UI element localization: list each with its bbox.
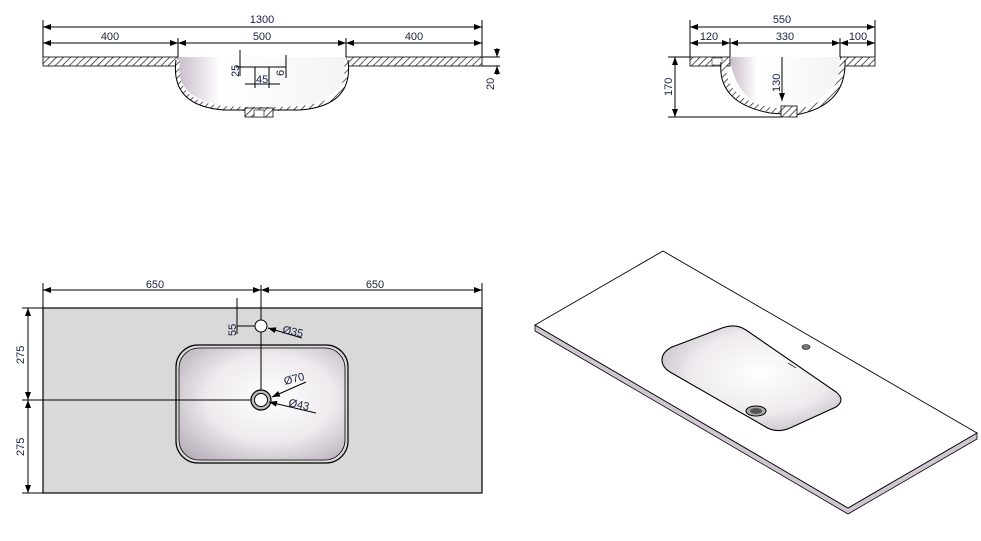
- dim-basin-width: 500: [253, 31, 271, 43]
- dim-overflow-width: 45: [256, 74, 268, 86]
- dim-basin-span: 330: [776, 31, 794, 43]
- dim-front-half: 275: [15, 438, 27, 456]
- plan-view: 650 650 275 275 55 Ø35 Ø70 Ø43: [15, 279, 483, 494]
- dim-overflow-offset: 25: [230, 65, 242, 77]
- dim-right-deck: 400: [405, 31, 423, 43]
- dim-overall-height: 170: [663, 78, 675, 96]
- dim-deck-thickness: 20: [485, 78, 497, 90]
- dim-right-half: 650: [366, 279, 384, 291]
- dim-left-deck: 400: [101, 31, 119, 43]
- dim-back-half: 275: [15, 346, 27, 364]
- dim-overall-depth: 550: [773, 14, 791, 26]
- tap-hole: [254, 319, 268, 333]
- dim-basin-depth: 130: [771, 74, 783, 92]
- front-view: 1300 400 500 400 25 45 6 20: [42, 14, 500, 118]
- dim-back-deck: 120: [700, 31, 718, 43]
- side-view: 550 120 330 100 170 130: [663, 14, 876, 118]
- dim-tap-hole-diameter: Ø35: [281, 324, 304, 340]
- dim-overall-width: 1300: [250, 14, 274, 26]
- dim-tap-hole-offset: 55: [227, 324, 239, 336]
- dim-overflow-height: 6: [275, 70, 287, 76]
- dim-left-half: 650: [146, 279, 164, 291]
- basin-iso: [661, 325, 842, 432]
- dim-drain-inner: Ø43: [287, 397, 310, 413]
- dim-front-deck: 100: [849, 31, 867, 43]
- isometric-view: [534, 250, 978, 515]
- dim-drain-outer: Ø70: [283, 371, 306, 388]
